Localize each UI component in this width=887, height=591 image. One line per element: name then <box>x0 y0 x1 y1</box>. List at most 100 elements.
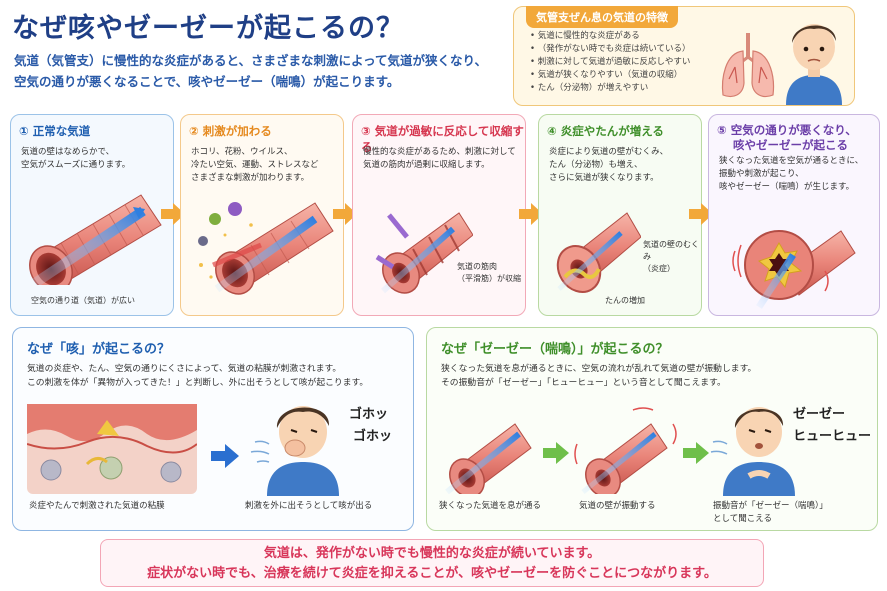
sound-line: ゴホッ <box>349 407 389 422</box>
feature-item: 刺激に対して気道が過敏に反応しやすい <box>530 56 691 69</box>
title-line: 咳やゼーゼーが起こる <box>733 138 848 152</box>
step-description: 炎症により気道の壁がむくみ、 たん（分泌物）も増え、 さらに気道が狭くなります。 <box>549 146 699 185</box>
feature-item: 気道に慢性的な炎症がある <box>530 30 690 43</box>
lungs-icon <box>721 33 775 98</box>
cell-icon <box>160 461 182 483</box>
wheeze-heading: なぜ「ゼーゼー（喘鳴）」が起こるの？ <box>441 342 669 357</box>
step-card-contraction: ③ 気道が過敏に反応して収縮する 慢性的な炎症があるため、刺激に対して 気道の筋… <box>352 114 526 316</box>
step-card-stimulus: ② 刺激が加わる ホコリ、花粉、ウイルス、 冷たい空気、運動、ストレスなど さま… <box>180 114 344 316</box>
airway-contraction-illustration <box>375 212 473 294</box>
step-description: 慢性的な炎症があるため、刺激に対して 気道の筋肉が過剰に収縮します。 <box>363 146 523 172</box>
narrow-airway-illustration <box>445 423 532 494</box>
cough-caption-right: 刺激を外に出そうとして咳が出る <box>245 501 373 511</box>
step-caption: 気道の壁のむくみ （炎症） <box>643 239 701 275</box>
intro-line-1: 気道（気管支）に慢性的な炎症があると、さまざまな刺激によって気道が狭くなり、 <box>14 53 488 68</box>
sound-line: ヒューヒュー <box>793 429 872 444</box>
airway-normal-illustration <box>29 194 162 285</box>
desc-line: 冷たい空気、運動、ストレスなど <box>191 160 319 170</box>
arrow-right-icon <box>519 203 543 225</box>
message-line: 症状がない時でも、治療を続けて炎症を抑えることが、咳やゼーゼーを防ぐことにつなが… <box>147 566 717 581</box>
desc-line: さらに気道が狭くなります。 <box>549 173 659 183</box>
virus-icon <box>198 236 208 246</box>
desc-line: 気道の壁はなめらかで、 <box>21 147 115 157</box>
caption-line: （炎症） <box>643 264 675 273</box>
step-caption: 空気の通り道（気道）が広い <box>31 296 135 305</box>
virus-icon <box>228 202 242 216</box>
feature-panel: 気管支ぜん息の気道の特徴 気道に慢性的な炎症がある （発作がない時でも炎症は続い… <box>513 6 855 106</box>
step-title: ④ 炎症やたんが増える <box>547 124 664 138</box>
desc-line: 咳やゼーゼー（喘鳴）が生じます。 <box>719 182 855 192</box>
cough-sound: ゴホッ ゴホッ <box>349 404 392 448</box>
step-title: ① 正常な気道 <box>19 124 91 138</box>
desc-line: 気道の筋肉が過剰に収縮します。 <box>363 160 490 170</box>
caption-line: 気道の壁のむくみ <box>643 240 699 261</box>
cough-heading: なぜ「咳」が起こるの？ <box>27 342 171 357</box>
arrow-right-icon <box>683 442 709 464</box>
wheeze-sound: ゼーゼー ヒューヒュー <box>793 404 871 448</box>
desc-line: 空気がスムーズに通ります。 <box>21 160 131 170</box>
feature-tag: 気管支ぜん息の気道の特徴 <box>526 6 678 28</box>
cough-caption-left: 炎症やたんで刺激された気道の粘膜 <box>29 501 165 511</box>
step-title: ② 刺激が加わる <box>189 124 272 138</box>
desc-line: 気道の炎症や、たん、空気の通りにくさによって、気道の粘膜が刺激されます。 <box>27 364 342 374</box>
caption-line: として聞こえる <box>713 514 772 524</box>
intro-line-2: 空気の通りが悪くなることで、咳やゼーゼー（喘鳴）が起こります。 <box>14 74 400 89</box>
desc-line: 狭くなった気道を空気が通るときに、 <box>719 156 864 166</box>
desc-line: さまざまな刺激が加わります。 <box>191 173 310 183</box>
desc-line: たん（分泌物）も増え、 <box>549 160 643 170</box>
coughing-boy-icon <box>250 406 339 496</box>
arrow-right-icon <box>333 203 357 225</box>
feature-item: 気道が狭くなりやすい（気道の収縮） <box>530 69 690 82</box>
wheezing-boy-icon <box>710 407 795 496</box>
sound-line: ゼーゼー <box>793 407 846 422</box>
wheeze-caption-3: 振動音が「ゼーゼー（喘鳴）」 として聞こえる <box>713 500 828 526</box>
virus-icon <box>209 213 221 225</box>
step-card-inflammation: ④ 炎症やたんが増える 炎症により気道の壁がむくみ、 たん（分泌物）も増え、 さ… <box>538 114 702 316</box>
desc-line: 慢性的な炎症があるため、刺激に対して <box>363 147 516 157</box>
step-caption: たんの増加 <box>605 296 645 305</box>
wheeze-description: 狭くなった気道を息が通るときに、空気の流れが乱れて気道の壁が振動します。 その振… <box>441 362 756 390</box>
cough-explanation-panel: なぜ「咳」が起こるの？ 気道の炎症や、たん、空気の通りにくさによって、気道の粘膜… <box>12 327 414 531</box>
step-title: ⑤ 空気の通りが悪くなり、 咳やゼーゼーが起こる <box>717 123 857 153</box>
feature-item: （発作がない時でも炎症は続いている） <box>530 43 691 56</box>
desc-line: その振動音が「ゼーゼー」「ヒューヒュー」という音として聞こえます。 <box>441 378 726 388</box>
title-line: ⑤ 空気の通りが悪くなり、 <box>717 123 857 137</box>
caption-line: 振動音が「ゼーゼー（喘鳴）」 <box>713 501 828 511</box>
desc-line: 振動や刺激が起こり、 <box>719 169 804 179</box>
wheeze-caption-1: 狭くなった気道を息が通る <box>439 501 542 511</box>
step-description: 気道の壁はなめらかで、 空気がスムーズに通ります。 <box>21 146 171 172</box>
mucosa-illustration <box>27 404 197 494</box>
arrow-right-icon <box>161 203 185 225</box>
desc-line: ホコリ、花粉、ウイルス、 <box>191 147 293 157</box>
step-caption: 気道の筋肉 （平滑筋）が収縮 <box>457 261 521 285</box>
step-title: ③ 気道が過敏に反応して収縮する <box>361 124 524 154</box>
desc-line: 炎症により気道の壁がむくみ、 <box>549 147 669 157</box>
caption-line: （平滑筋）が収縮 <box>457 274 521 283</box>
desc-line: この刺激を体が「異物が入ってきた！」と判断し、外に出そうとして咳が起こります。 <box>27 378 369 388</box>
vibrating-airway-illustration <box>574 407 677 494</box>
arrow-right-icon <box>689 203 713 225</box>
airway-narrowed-illustration <box>732 230 856 309</box>
airway-inflammation-illustration <box>556 212 641 293</box>
step-description: ホコリ、花粉、ウイルス、 冷たい空気、運動、ストレスなど さまざまな刺激が加わり… <box>191 146 341 185</box>
message-line: 気道は、発作がない時でも慢性的な炎症が続いています。 <box>263 546 601 561</box>
step-card-normal: ① 正常な気道 気道の壁はなめらかで、 空気がスムーズに通ります。 空気の通り道… <box>10 114 174 316</box>
arrow-right-icon <box>543 442 569 464</box>
desc-line: 狭くなった気道を息が通るときに、空気の流れが乱れて気道の壁が振動します。 <box>441 364 757 374</box>
boy-icon <box>786 24 842 105</box>
feature-item: たん（分泌物）が増えやすい <box>530 82 690 95</box>
wheeze-caption-2: 気道の壁が振動する <box>579 501 656 511</box>
bottom-message: 気道は、発作がない時でも慢性的な炎症が続いています。 症状がない時でも、治療を続… <box>100 539 764 587</box>
cough-description: 気道の炎症や、たん、空気の通りにくさによって、気道の粘膜が刺激されます。 この刺… <box>27 362 368 390</box>
arrow-right-icon <box>211 444 239 468</box>
step-card-symptoms: ⑤ 空気の通りが悪くなり、 咳やゼーゼーが起こる 狭くなった気道を空気が通るとき… <box>708 114 880 316</box>
intro-text: 気道（気管支）に慢性的な炎症があると、さまざまな刺激によって気道が狭くなり、 空… <box>14 50 524 92</box>
airway-stimulus-illustration <box>198 202 334 295</box>
cell-icon <box>40 459 62 481</box>
wheeze-explanation-panel: なぜ「ゼーゼー（喘鳴）」が起こるの？ 狭くなった気道を息が通るときに、空気の流れ… <box>426 327 878 531</box>
caption-line: 気道の筋肉 <box>457 262 497 271</box>
page-title: なぜ咳やゼーゼーが起こるの？ <box>12 13 404 44</box>
feature-list: 気道に慢性的な炎症がある （発作がない時でも炎症は続いている） 刺激に対して気道… <box>530 30 691 95</box>
step-description: 狭くなった気道を空気が通るときに、 振動や刺激が起こり、 咳やゼーゼー（喘鳴）が… <box>719 155 869 194</box>
sound-line: ゴホッ <box>353 429 393 444</box>
